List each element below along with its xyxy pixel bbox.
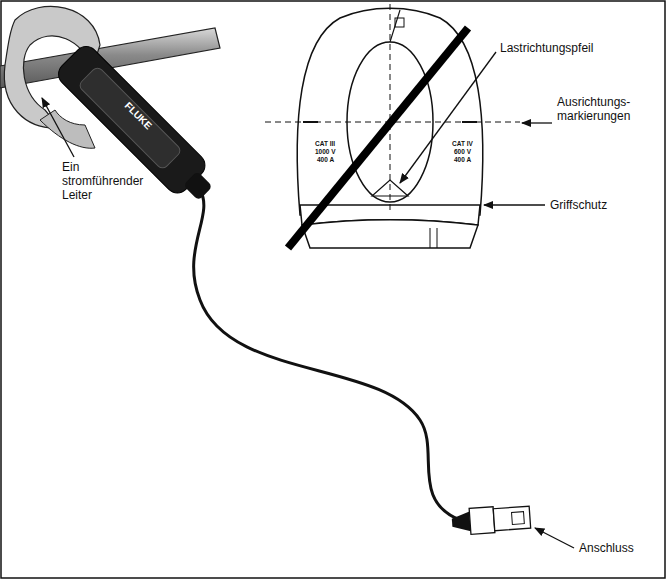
rating-text: 400 A: [454, 156, 484, 164]
leader-arrow: [42, 98, 74, 157]
jaw-lower: [40, 110, 95, 148]
part-label: Griffschutz: [550, 198, 650, 212]
connector-plug: [451, 504, 531, 535]
rating-text: 600 V: [454, 148, 484, 156]
part-label: Ausrichtungs- markierungen: [557, 95, 649, 123]
part-label: Lastrichtungspfeil: [500, 41, 650, 55]
leader-arrow: [484, 204, 545, 205]
rating-text: CAT IV: [452, 140, 482, 148]
alignment-axis: [390, 4, 391, 212]
rating-text: CAT III: [315, 140, 345, 148]
rating-text: 1000 V: [315, 148, 345, 156]
conductor-front: [288, 28, 468, 248]
leader-arrow: [522, 122, 552, 123]
clamp-body: [54, 42, 222, 210]
part-label: Anschluss: [579, 541, 659, 555]
leader-arrow: [535, 528, 574, 548]
rating-text: 400 A: [317, 156, 347, 164]
part-label: Ein stromführender Leiter: [62, 160, 154, 202]
leader-arrow: [400, 52, 496, 183]
